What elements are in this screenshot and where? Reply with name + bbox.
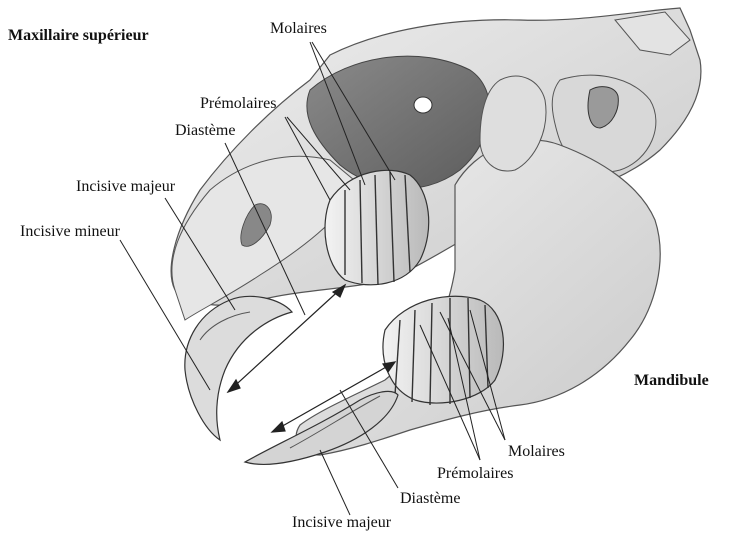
upper-molar-row: [325, 170, 429, 285]
title-mandibule: Mandibule: [634, 372, 709, 389]
title-maxillaire-superieur: Maxillaire supérieur: [8, 27, 149, 44]
label-upper-diasteme: Diastème: [175, 122, 235, 139]
skull-illustration: [171, 8, 701, 464]
foramen: [414, 97, 432, 113]
label-lower-incisive-majeur: Incisive majeur: [292, 514, 392, 531]
label-upper-premolaires: Prémolaires: [200, 95, 276, 112]
label-lower-diasteme: Diastème: [400, 490, 460, 507]
label-lower-molaires: Molaires: [508, 443, 565, 460]
label-upper-molaires: Molaires: [270, 20, 327, 37]
label-upper-incisive-majeur: Incisive majeur: [76, 178, 176, 195]
label-lower-premolaires: Prémolaires: [437, 465, 513, 482]
label-upper-incisive-mineur: Incisive mineur: [20, 223, 121, 240]
lower-molar-row: [383, 296, 503, 405]
upper-incisor: [185, 296, 292, 440]
